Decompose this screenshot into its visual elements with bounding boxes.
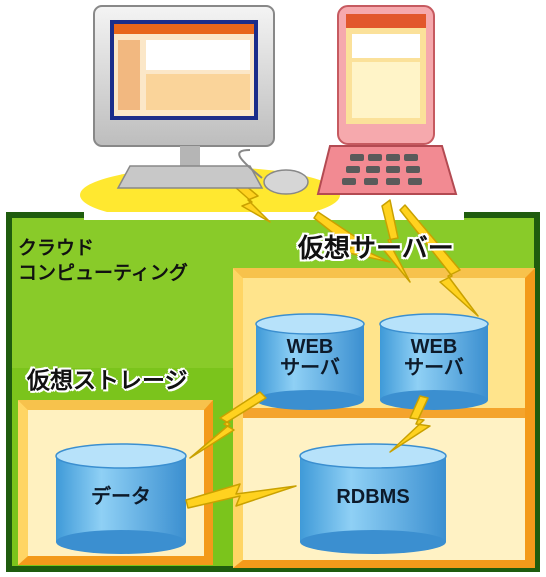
web-server-1-cylinder [255,313,365,410]
bolt-phone-to-webserver [399,204,479,317]
data-label: データ [91,486,151,508]
cloud-computing-label: クラウド コンピューティング [18,236,188,286]
bolt-web-to-data [189,391,267,459]
web-server-1-line2: サーバ [280,357,340,379]
virtual-storage-label: 仮想ストレージ [27,368,188,394]
virtual-server-label: 仮想サーバー [298,234,454,264]
desktop-pc [93,5,309,195]
bolt-server-branch [313,211,391,263]
cloud-title-line1: クラウド [18,237,95,259]
data-cylinder [55,443,187,554]
rdbms-cylinder [299,443,447,554]
rdbms-label: RDBMS [336,486,410,508]
web-server-1-line1: WEB [286,336,334,358]
mobile-phone [316,5,458,195]
bolt-phone-to-server [381,199,411,283]
web-server-2-label: WEB サーバ [380,337,488,379]
web-server-2-cylinder [379,313,489,410]
bolt-data-to-rdbms [185,483,297,509]
web-server-2-line1: WEB [410,336,458,358]
web-server-2-line2: サーバ [404,357,464,379]
cloud-title-line2: コンピューティング [18,262,188,284]
bolt-web-to-rdbms [389,395,431,453]
web-server-1-label: WEB サーバ [256,337,364,379]
